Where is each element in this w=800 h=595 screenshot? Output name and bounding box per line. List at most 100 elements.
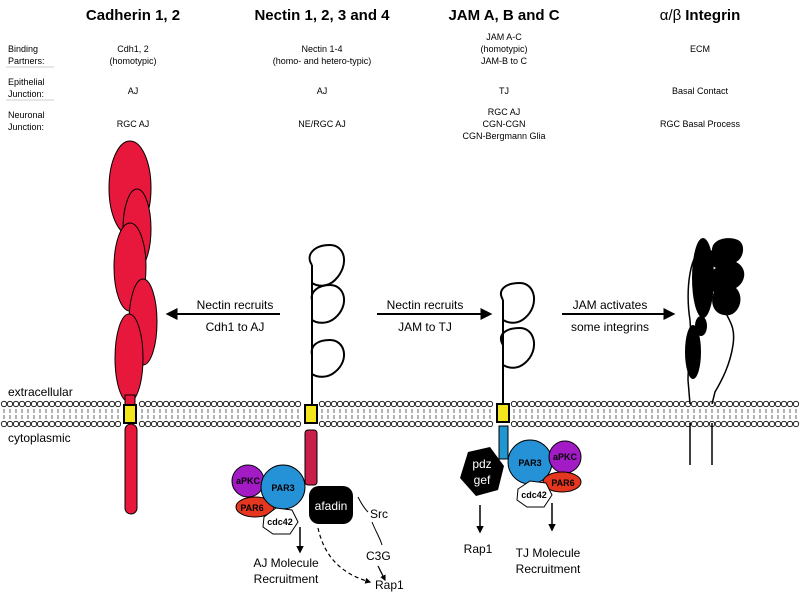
lipid-head bbox=[24, 400, 32, 408]
lipid-head bbox=[606, 420, 614, 428]
integrin-word: Integrin bbox=[685, 7, 740, 24]
lipid-head bbox=[72, 400, 80, 408]
arrow-label-nectin-jam-1: Nectin recruits bbox=[387, 298, 464, 312]
lipid-head bbox=[228, 400, 236, 408]
cadherin-cytoplasmic-tail bbox=[124, 423, 138, 515]
lipid-head bbox=[252, 400, 260, 408]
lipid-head bbox=[534, 420, 542, 428]
lipid-head bbox=[546, 400, 554, 408]
lipid-head bbox=[288, 420, 296, 428]
lipid-head bbox=[186, 400, 194, 408]
lipid-head bbox=[372, 400, 380, 408]
arrow-label-nectin-cdh-2: Cdh1 to AJ bbox=[206, 320, 265, 334]
lipid-head bbox=[24, 420, 32, 428]
lipid-head bbox=[174, 420, 182, 428]
lipid-head bbox=[30, 420, 38, 428]
lipid-head bbox=[264, 420, 272, 428]
cytoplasmic-label: cytoplasmic bbox=[8, 431, 71, 445]
lipid-head bbox=[690, 420, 698, 428]
lipid-head bbox=[480, 420, 488, 428]
lipid-head bbox=[336, 420, 344, 428]
extracellular-label: extracellular bbox=[8, 385, 73, 399]
nectin-protein bbox=[308, 243, 345, 405]
lipid-head bbox=[246, 400, 254, 408]
lipid-head bbox=[654, 420, 662, 428]
lipid-head bbox=[144, 400, 152, 408]
lipid-head bbox=[288, 400, 296, 408]
lipid-head bbox=[36, 420, 44, 428]
epithelial-jam: TJ bbox=[499, 86, 509, 96]
lipid-head bbox=[408, 420, 416, 428]
jam-cytoplasmic-tail bbox=[498, 425, 509, 460]
lipid-head bbox=[420, 420, 428, 428]
lipid-head bbox=[588, 420, 596, 428]
lipid-head bbox=[768, 420, 776, 428]
header-nectin: Nectin 1, 2, 3 and 4 bbox=[254, 7, 390, 24]
lipid-head bbox=[468, 400, 476, 408]
binding-cadherin-2: (homotypic) bbox=[109, 56, 156, 66]
lipid-head bbox=[216, 420, 224, 428]
lipid-head bbox=[666, 420, 674, 428]
lipid-head bbox=[426, 400, 434, 408]
arrow-label-jam-int-2: some integrins bbox=[571, 320, 649, 334]
lipid-head bbox=[414, 400, 422, 408]
lipid-head bbox=[714, 400, 722, 408]
lipid-head bbox=[564, 400, 572, 408]
lipid-head bbox=[528, 420, 536, 428]
row-label-binding-2: Partners: bbox=[8, 56, 45, 66]
lipid-head bbox=[258, 400, 266, 408]
lipid-head bbox=[378, 400, 386, 408]
lipid-head bbox=[738, 420, 746, 428]
aj-recruitment-2: Recruitment bbox=[254, 572, 319, 586]
lipid-head bbox=[432, 400, 440, 408]
epithelial-cadherin: AJ bbox=[128, 86, 139, 96]
lipid-head bbox=[258, 420, 266, 428]
jam-transmembrane bbox=[496, 403, 510, 423]
lipid-head bbox=[624, 400, 632, 408]
jam-protein bbox=[500, 281, 535, 405]
lipid-head bbox=[330, 420, 338, 428]
lipid-head bbox=[678, 420, 686, 428]
lipid-head bbox=[486, 400, 494, 408]
lipid-head bbox=[570, 400, 578, 408]
lipid-head bbox=[420, 400, 428, 408]
lipid-head bbox=[180, 400, 188, 408]
lipid-head bbox=[714, 420, 722, 428]
row-label-neuronal-2: Junction: bbox=[8, 122, 44, 132]
pdz-label-1: pdz bbox=[472, 457, 491, 471]
src-c3g-link bbox=[371, 521, 383, 546]
lipid-head bbox=[0, 400, 8, 408]
lipid-head bbox=[696, 400, 704, 408]
lipid-head bbox=[558, 400, 566, 408]
lipid-head bbox=[210, 420, 218, 428]
lipid-head bbox=[558, 420, 566, 428]
nectin-transmembrane bbox=[304, 404, 318, 424]
lipid-head bbox=[54, 400, 62, 408]
lipid-head bbox=[474, 400, 482, 408]
lipid-head bbox=[252, 420, 260, 428]
lipid-head bbox=[462, 420, 470, 428]
lipid-head bbox=[180, 420, 188, 428]
lipid-head bbox=[654, 400, 662, 408]
lipid-head bbox=[648, 400, 656, 408]
neuronal-cadherin: RGC AJ bbox=[117, 119, 150, 129]
lipid-head bbox=[324, 420, 332, 428]
lipid-head bbox=[456, 420, 464, 428]
lipid-head bbox=[36, 400, 44, 408]
lipid-head bbox=[396, 400, 404, 408]
lipid-head bbox=[342, 400, 350, 408]
rap1-nectin-label: Rap1 bbox=[375, 578, 404, 592]
lipid-head bbox=[6, 400, 14, 408]
pdz-label-2: gef bbox=[474, 473, 491, 487]
lipid-head bbox=[84, 420, 92, 428]
lipid-head bbox=[240, 400, 248, 408]
integrin-greek: α/β bbox=[660, 7, 682, 24]
lipid-head bbox=[576, 420, 584, 428]
lipid-head bbox=[336, 400, 344, 408]
lipid-head bbox=[108, 400, 116, 408]
lipid-head bbox=[78, 420, 86, 428]
lipid-head bbox=[324, 400, 332, 408]
lipid-head bbox=[672, 400, 680, 408]
lipid-head bbox=[318, 400, 326, 408]
